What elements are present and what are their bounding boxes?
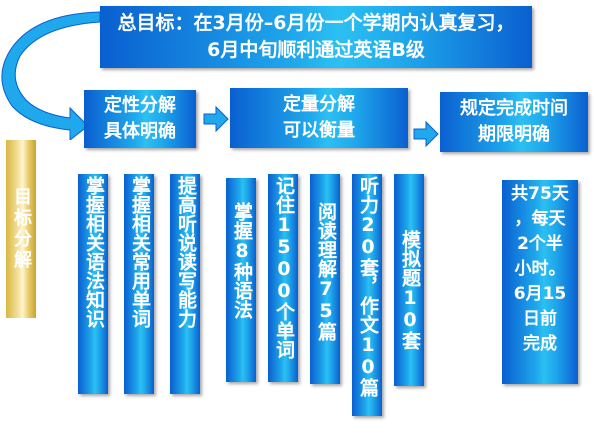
goal-line-1: 总目标：在3月份–6月份一个学期内认真复习，: [117, 12, 515, 34]
quantitative-box: 定量分解 可以衡量: [230, 88, 408, 148]
schedule-line-5: 6月15: [513, 284, 567, 304]
qualitative-line-1: 定性分解: [104, 95, 176, 116]
task-column-3: 提高听说读写能力: [170, 174, 200, 394]
schedule-line-2: ，每天: [514, 209, 566, 229]
goal-box: 总目标：在3月份–6月份一个学期内认真复习， 6月中旬顺利通过英语B级: [100, 6, 532, 68]
deadline-box: 规定完成时间 期限明确: [440, 92, 588, 152]
schedule-line-7: 完成: [523, 334, 557, 354]
qualitative-box: 定性分解 具体明确: [84, 90, 196, 148]
task-column-8: 模拟题10套: [394, 174, 424, 386]
qualitative-line-2: 具体明确: [104, 121, 176, 142]
schedule-box: 共75天 ，每天 2个半 小时。 6月15 日前 完成: [502, 180, 578, 384]
task-column-7: 听力20套，作文10篇: [352, 174, 382, 416]
side-label: 目标分解: [6, 140, 36, 318]
curved-arrow-icon: [1, 11, 101, 140]
task-column-5: 记住1500个单词: [268, 174, 298, 382]
task-column-2: 掌握相关常用单词: [124, 174, 154, 394]
schedule-line-3: 2个半: [517, 234, 563, 254]
quantitative-line-1: 定量分解: [283, 94, 355, 115]
quantitative-line-2: 可以衡量: [283, 120, 355, 141]
task-column-4: 掌握8种语法: [226, 178, 256, 382]
task-column-1: 掌握相关语法知识: [78, 174, 108, 394]
schedule-line-6: 日前: [523, 309, 557, 329]
arrow-right-icon: [203, 105, 229, 133]
deadline-line-1: 规定完成时间: [460, 98, 568, 119]
goal-line-2: 6月中旬顺利通过英语B级: [207, 39, 425, 61]
schedule-line-4: 小时。: [514, 259, 566, 279]
task-column-6: 阅读理解75篇: [310, 174, 340, 384]
deadline-line-2: 期限明确: [478, 124, 550, 145]
arrow-right-icon: [413, 120, 439, 148]
schedule-line-1: 共75天: [511, 184, 569, 204]
